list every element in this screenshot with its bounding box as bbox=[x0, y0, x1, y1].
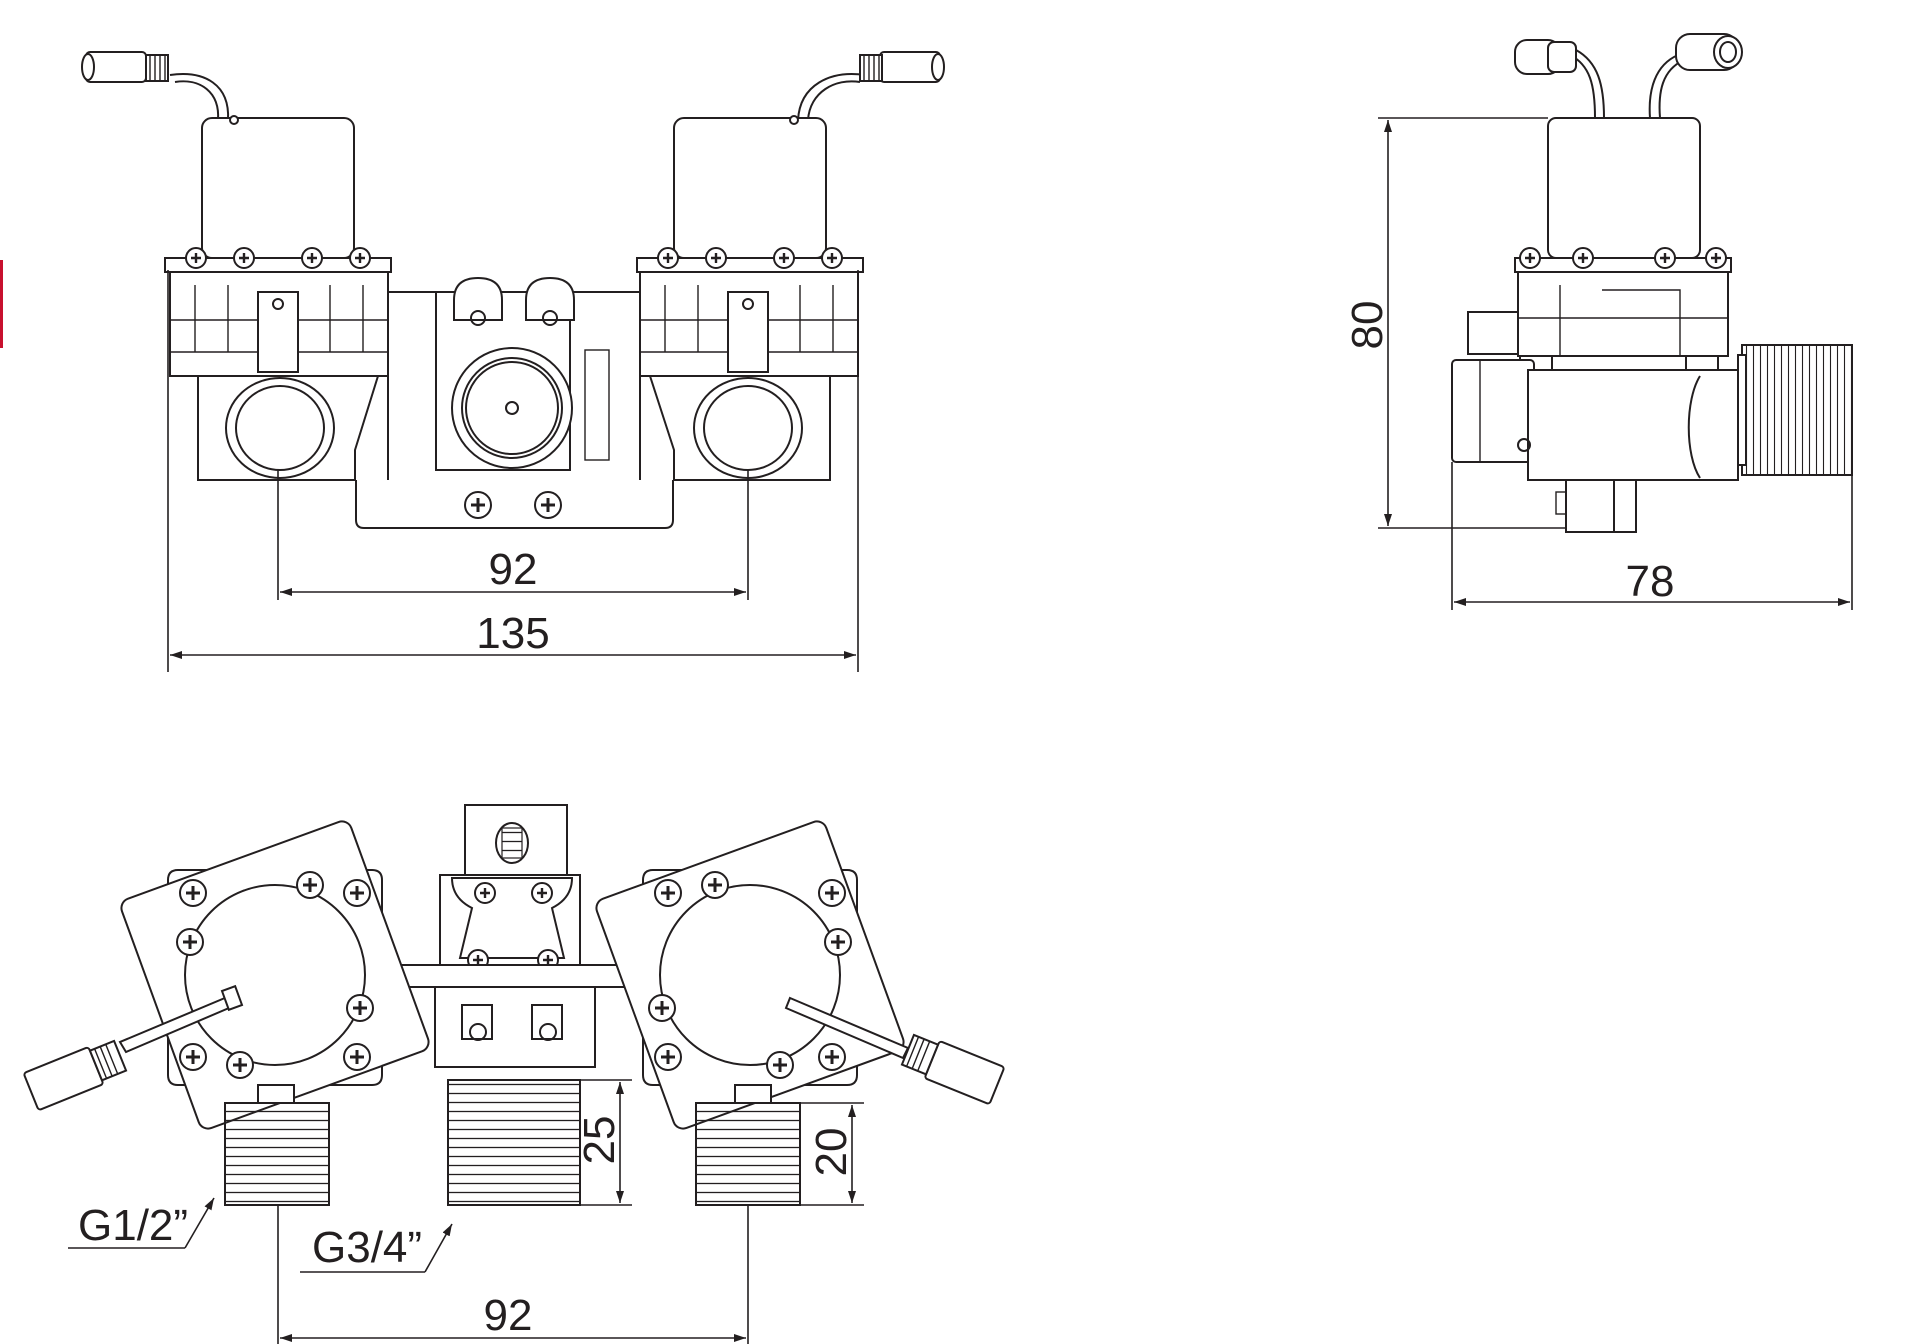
bottom-left-valve bbox=[23, 820, 430, 1130]
left-thread bbox=[224, 1102, 330, 1206]
right-inlet bbox=[693, 377, 803, 479]
side-thread bbox=[1741, 344, 1853, 476]
front-dim-overall-width: 135 bbox=[476, 609, 549, 658]
side-view: 80 78 bbox=[1343, 33, 1853, 610]
bottom-dim-side-thread: 20 bbox=[807, 1128, 856, 1177]
side-dim-height: 80 bbox=[1343, 301, 1392, 350]
front-view: 92 135 bbox=[81, 51, 945, 672]
bottom-dim-inlet-spacing: 92 bbox=[484, 1291, 533, 1340]
left-connector bbox=[81, 51, 230, 121]
side-coil bbox=[1547, 117, 1701, 259]
bottom-right-valve bbox=[595, 820, 1005, 1130]
left-coil bbox=[201, 117, 355, 259]
bottom-view: 25 20 G1/2” G3/4” 92 bbox=[23, 804, 1005, 1344]
right-coil bbox=[673, 117, 827, 259]
thread-label-g34: G3/4” bbox=[312, 1223, 422, 1272]
bottom-dim-center-thread: 25 bbox=[575, 1116, 624, 1165]
side-connector-right bbox=[1675, 33, 1743, 71]
edge-mark bbox=[0, 260, 3, 348]
left-inlet bbox=[225, 377, 335, 479]
side-valve-body bbox=[1527, 369, 1739, 481]
right-thread bbox=[695, 1102, 801, 1206]
center-outlet bbox=[451, 347, 573, 469]
side-dim-depth: 78 bbox=[1626, 557, 1675, 606]
front-dim-inlet-spacing: 92 bbox=[489, 545, 538, 594]
right-connector bbox=[797, 51, 945, 121]
center-thread bbox=[447, 1079, 581, 1206]
thread-label-g12: G1/2” bbox=[78, 1201, 188, 1250]
side-connector-left bbox=[1514, 39, 1577, 75]
